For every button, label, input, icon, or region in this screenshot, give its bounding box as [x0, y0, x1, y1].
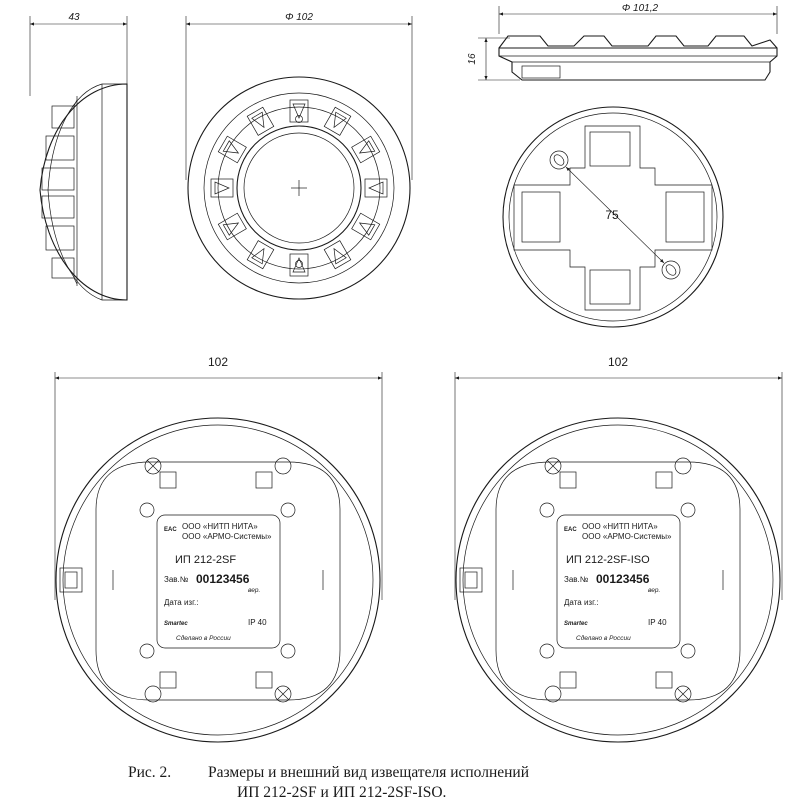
date-label: Дата изг.:: [164, 598, 198, 607]
version-label: вер.: [648, 587, 660, 594]
side-view: 43: [29, 12, 128, 301]
base-view: 75: [502, 106, 724, 328]
ip-rating: IP 40: [648, 618, 667, 627]
caption-text-1: Размеры и внешний вид извещателя исполне…: [208, 764, 530, 781]
top-diameter-dim: Φ 101,2: [622, 3, 659, 14]
ip-rating: IP 40: [248, 618, 267, 627]
label-view-left: 102 EAC ООО «НИТП НИТА» ООО «АРМО-Систем…: [54, 355, 383, 743]
caption-line-1: Рис. 2. Размеры и внешний вид извещателя …: [128, 764, 529, 782]
company2-text: ООО «АРМО-Системы»: [582, 532, 672, 541]
front-diameter-dim: Φ 102: [285, 12, 313, 23]
date-label: Дата изг.:: [564, 598, 598, 607]
version-label: вер.: [248, 587, 260, 594]
height-dim: 16: [467, 53, 478, 65]
serial-number: 00123456: [196, 572, 250, 586]
front-view: Φ 102: [185, 12, 413, 300]
made-in-text: Сделано в России: [576, 634, 631, 642]
made-in-text: Сделано в России: [176, 634, 231, 642]
label-view-right: 102 EAC ООО «НИТП НИТА» ООО «АРМО-Систем…: [454, 355, 783, 743]
mount-distance-dim: 75: [605, 208, 619, 222]
company1-text: ООО «НИТП НИТА»: [582, 522, 658, 531]
company2-text: ООО «АРМО-Системы»: [182, 532, 272, 541]
serial-number: 00123456: [596, 572, 650, 586]
serial-label: Зав.№: [164, 575, 189, 584]
caption-line-2: ИП 212-2SF и ИП 212-2SF-ISO.: [237, 784, 447, 801]
label-width-right-dim: 102: [608, 355, 628, 369]
cert-mark: EAC: [164, 527, 177, 533]
label-width-left-dim: 102: [208, 355, 228, 369]
side-width-dim: 43: [68, 12, 80, 23]
model-text: ИП 212-2SF: [175, 554, 236, 566]
figure-number: Рис. 2.: [128, 764, 172, 781]
brand-logo: Smartec: [564, 621, 588, 627]
company1-text: ООО «НИТП НИТА»: [182, 522, 258, 531]
cert-mark: EAC: [564, 527, 577, 533]
brand-logo: Smartec: [164, 621, 188, 627]
serial-label: Зав.№: [564, 575, 589, 584]
model-text: ИП 212-2SF-ISO: [566, 554, 650, 566]
top-view: Φ 101,2 16: [467, 3, 778, 81]
